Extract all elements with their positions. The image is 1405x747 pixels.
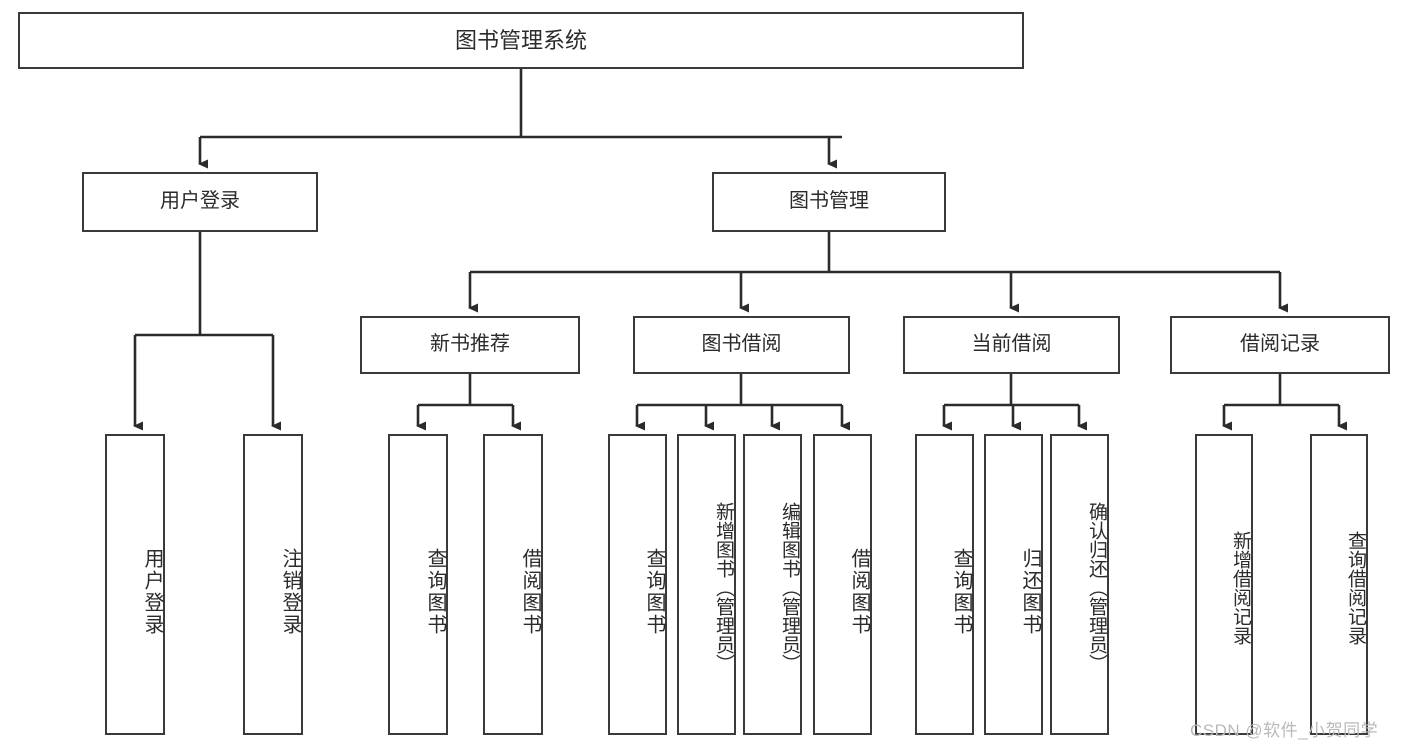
leaf-add-book-admin[interactable]: 新增图书（管理员）	[677, 434, 736, 735]
node-borrow-record-label: 借阅记录	[1240, 333, 1320, 356]
leaf-add-borrow-record-label: 新增借阅记录	[1230, 530, 1251, 645]
leaf-borrow-book-label: 借阅图书	[848, 547, 870, 636]
node-user-login-label: 用户登录	[160, 190, 240, 213]
leaf-query-book-recommend-label: 查询图书	[424, 547, 446, 636]
leaf-query-borrow-record[interactable]: 查询借阅记录	[1310, 434, 1368, 735]
leaf-query-book-current[interactable]: 查询图书	[915, 434, 974, 735]
leaf-edit-book-admin-label: 编辑图书（管理员）	[779, 502, 800, 673]
leaf-user-login-label: 用户登录	[141, 547, 163, 636]
leaf-confirm-return-admin[interactable]: 确认归还（管理员）	[1050, 434, 1109, 735]
leaf-borrow-book-recommend[interactable]: 借阅图书	[483, 434, 543, 735]
leaf-confirm-return-admin-label: 确认归还（管理员）	[1086, 502, 1107, 673]
leaf-query-book-current-label: 查询图书	[950, 547, 972, 636]
node-current-borrow[interactable]: 当前借阅	[903, 316, 1120, 374]
node-root[interactable]: 图书管理系统	[18, 12, 1024, 69]
node-book-borrow-label: 图书借阅	[701, 333, 782, 356]
node-current-borrow-label: 当前借阅	[971, 333, 1052, 356]
node-new-book-recommend[interactable]: 新书推荐	[360, 316, 580, 374]
leaf-return-book-label: 归还图书	[1019, 547, 1041, 636]
leaf-add-borrow-record[interactable]: 新增借阅记录	[1195, 434, 1253, 735]
node-user-login[interactable]: 用户登录	[82, 172, 318, 232]
node-root-label: 图书管理系统	[454, 27, 587, 53]
leaf-query-borrow-record-label: 查询借阅记录	[1345, 530, 1366, 645]
leaf-user-login[interactable]: 用户登录	[105, 434, 165, 735]
node-borrow-record[interactable]: 借阅记录	[1170, 316, 1390, 374]
node-book-management[interactable]: 图书管理	[712, 172, 946, 232]
leaf-query-book-borrow[interactable]: 查询图书	[608, 434, 667, 735]
csdn-watermark: CSDN @软件_小贺同学	[1190, 721, 1379, 740]
node-new-book-recommend-label: 新书推荐	[430, 333, 510, 356]
leaf-query-book-borrow-label: 查询图书	[643, 547, 665, 636]
leaf-borrow-book[interactable]: 借阅图书	[813, 434, 872, 735]
leaf-logout-login-label: 注销登录	[279, 547, 301, 636]
node-book-borrow[interactable]: 图书借阅	[633, 316, 850, 374]
leaf-logout-login[interactable]: 注销登录	[243, 434, 303, 735]
node-book-management-label: 图书管理	[789, 190, 869, 213]
leaf-query-book-recommend[interactable]: 查询图书	[388, 434, 448, 735]
leaf-add-book-admin-label: 新增图书（管理员）	[713, 502, 734, 673]
leaf-borrow-book-recommend-label: 借阅图书	[519, 547, 541, 636]
leaf-edit-book-admin[interactable]: 编辑图书（管理员）	[743, 434, 802, 735]
leaf-return-book[interactable]: 归还图书	[984, 434, 1043, 735]
